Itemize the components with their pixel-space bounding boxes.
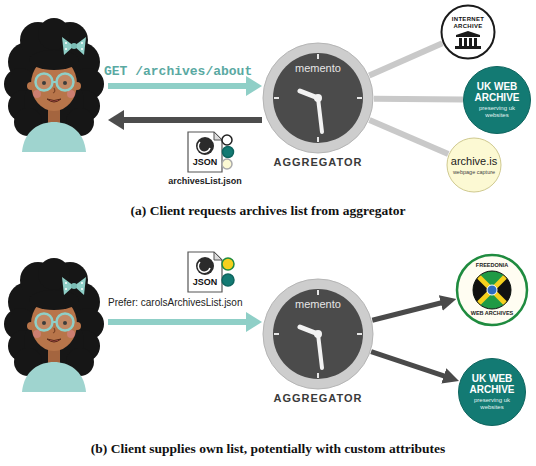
emblem-ring xyxy=(473,271,511,309)
connector xyxy=(374,96,463,103)
mini-archive-logo xyxy=(223,147,234,158)
caption: (a) Client requests archives list from a… xyxy=(0,203,536,219)
connector xyxy=(369,120,448,154)
json-file-icon: JSON xyxy=(155,250,255,288)
node-text: JSON xyxy=(193,157,218,168)
clock-pin xyxy=(314,330,322,338)
clock-tick xyxy=(317,137,319,142)
mini-archive-logo xyxy=(222,274,234,286)
file-page xyxy=(188,132,222,172)
logo-circle xyxy=(442,6,495,59)
node-text: AGGREGATOR xyxy=(273,392,362,405)
archive-logo: archive.iswebpage capture xyxy=(446,137,502,176)
logo-circle xyxy=(459,359,526,426)
json-logo-swirl xyxy=(198,142,210,152)
node-text: memento xyxy=(295,62,341,75)
aggregator-clock: mementoAGGREGATOR xyxy=(262,278,374,405)
request-arrow xyxy=(108,312,262,332)
clock-hand xyxy=(318,334,322,368)
node-text: UK WEB ARCHIVE xyxy=(471,81,523,103)
node-text: preserving uk websites xyxy=(471,105,523,119)
flag-emblem xyxy=(473,271,511,309)
node-text: WEB ARCHIVES xyxy=(471,310,514,317)
node-outline xyxy=(262,42,374,154)
node-outline xyxy=(262,278,374,390)
clock-tick xyxy=(274,333,279,335)
archive-logo: UK WEB ARCHIVE preserving uk websites xyxy=(458,358,526,411)
logo-circle xyxy=(464,67,531,134)
request-label: GET /archives/about xyxy=(104,64,252,80)
response-arrow xyxy=(108,110,262,130)
node-text: JSON xyxy=(193,277,218,288)
file-page xyxy=(188,252,222,292)
user-avatar xyxy=(4,258,104,392)
aggregator-clock: mementoAGGREGATOR xyxy=(262,42,374,169)
node-text: INTERNET ARCHIVE xyxy=(448,16,488,30)
node-text: UK WEB ARCHIVE xyxy=(466,373,518,395)
header-label: Prefer: carolsArchivesList.json xyxy=(108,297,243,309)
node-text: webpage capture xyxy=(453,169,495,176)
globe xyxy=(487,285,497,295)
connector xyxy=(369,43,442,75)
clock-tick xyxy=(357,97,362,99)
json-logo-swirl xyxy=(198,262,210,272)
logo-circle xyxy=(447,138,501,192)
clock-face xyxy=(273,289,363,379)
clock-tick xyxy=(317,290,319,295)
file-fold xyxy=(214,252,222,260)
clock-pin xyxy=(314,94,322,102)
file-fold xyxy=(214,132,222,140)
node-text: AGGREGATOR xyxy=(273,156,362,169)
archive-logo: INTERNET ARCHIVE xyxy=(440,4,496,30)
node-outline xyxy=(155,130,255,174)
clock-rim xyxy=(263,43,373,153)
archive-logo: UK WEB ARCHIVE preserving uk websites xyxy=(463,66,531,119)
node-text: FREEDONIA xyxy=(476,262,508,269)
user-avatar xyxy=(4,18,104,152)
node-text: archive.is xyxy=(451,155,497,168)
clock-tick xyxy=(317,373,319,378)
json-logo xyxy=(196,257,214,275)
node-outline xyxy=(155,250,255,294)
node-text: archivesList.json xyxy=(168,176,242,187)
node-outline xyxy=(440,4,496,60)
clock-hand xyxy=(318,98,322,132)
connector xyxy=(372,303,441,321)
archive-logo: FREEDONIA WEB ARCHIVES xyxy=(456,254,528,317)
connector xyxy=(371,352,444,376)
building-icon xyxy=(455,31,481,49)
node-text: memento xyxy=(295,298,341,311)
logo-circle xyxy=(457,255,527,325)
node-text: preserving uk websites xyxy=(466,397,518,411)
clock-face xyxy=(273,53,363,143)
json-file-icon: JSON archivesList.json xyxy=(155,130,255,187)
mini-archive-logo xyxy=(222,135,232,145)
mini-archive-logo xyxy=(222,258,234,270)
clock-tick xyxy=(274,97,279,99)
json-logo xyxy=(196,137,214,155)
clock-tick xyxy=(357,333,362,335)
mini-archive-logo xyxy=(222,159,232,169)
clock-tick xyxy=(317,54,319,59)
caption: (b) Client supplies own list, potentiall… xyxy=(0,441,536,457)
clock-rim xyxy=(263,279,373,389)
